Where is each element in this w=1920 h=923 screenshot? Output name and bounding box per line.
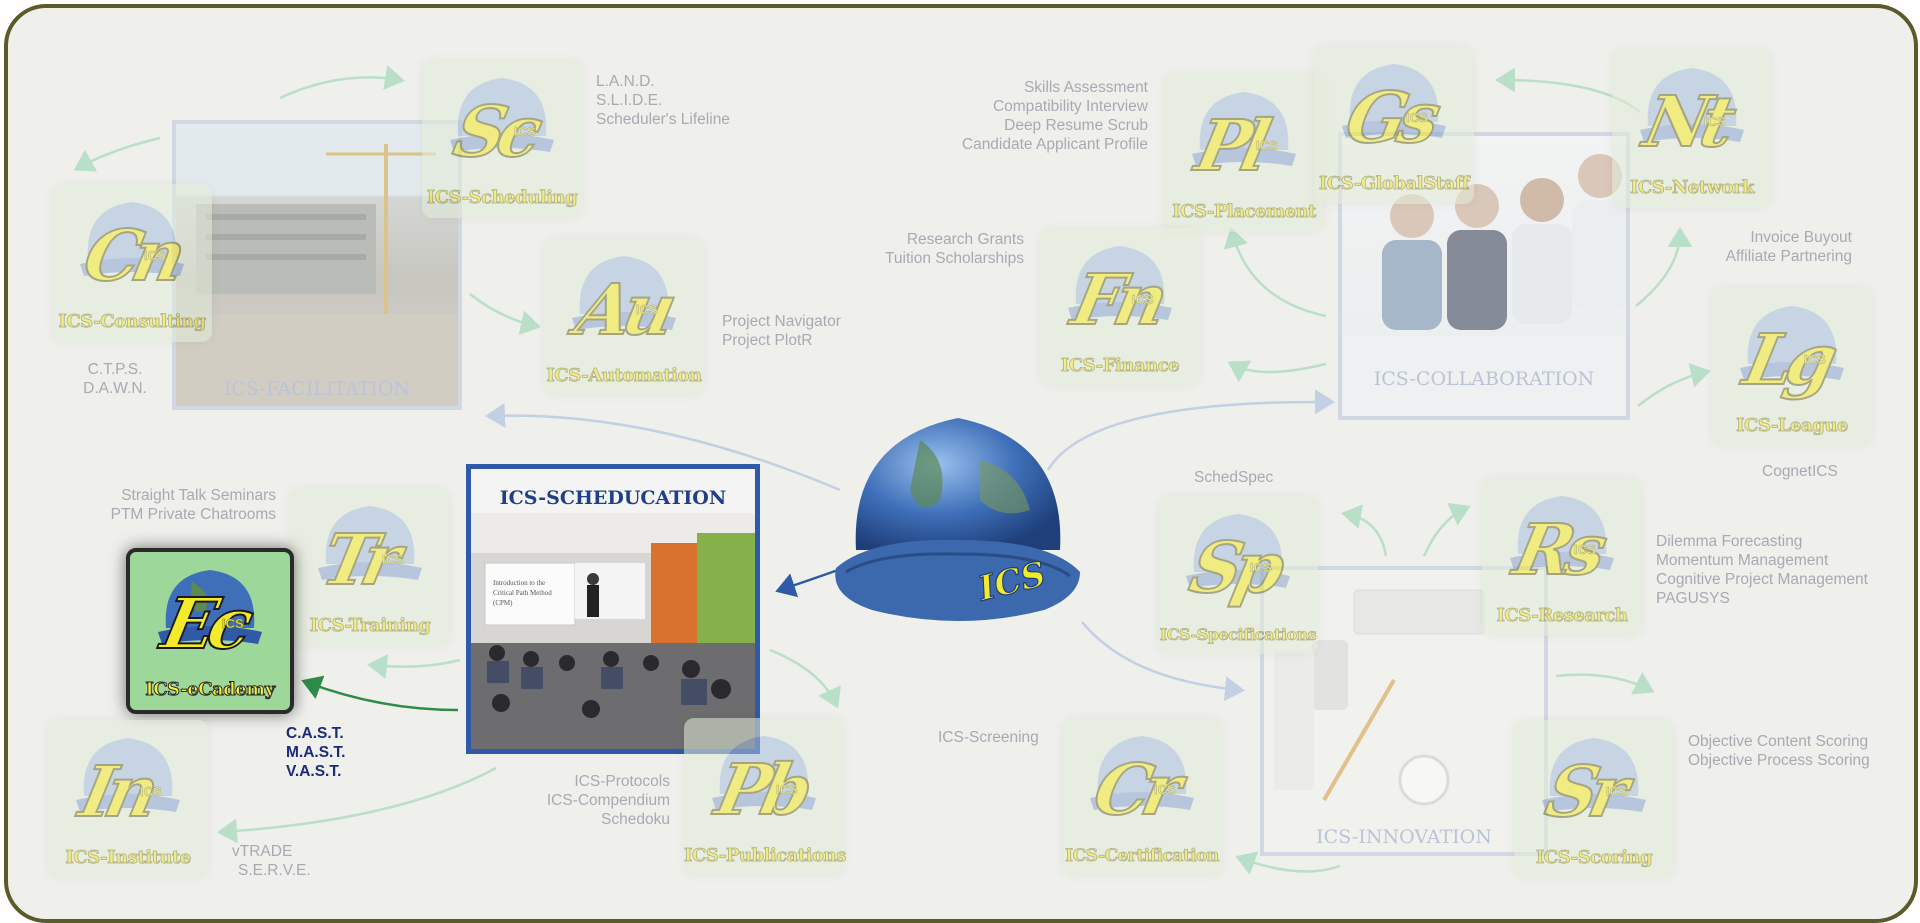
globe-hardhat-icon: ICS bbox=[835, 418, 1080, 621]
tile-scheduling-ics: ICS bbox=[514, 124, 536, 140]
hardhat-icon bbox=[76, 738, 180, 812]
hardhat-icon bbox=[1510, 496, 1614, 570]
tile-consulting-monogram: Cn bbox=[76, 213, 186, 298]
tile-consulting-label: ICS-Consulting bbox=[58, 311, 206, 333]
tile-publications-ics: ICS bbox=[776, 782, 798, 798]
notes-consulting: C.T.P.S.D.A.W.N. bbox=[83, 361, 147, 397]
tile-ecademy-ics: ICS bbox=[222, 616, 244, 632]
hardhat-icon bbox=[1090, 736, 1194, 810]
group-scheducation-title: ICS-SCHEDUCATION bbox=[499, 487, 727, 509]
tile-placement-ics: ICS bbox=[1256, 138, 1278, 154]
tile-certification-ics: ICS bbox=[1154, 782, 1176, 798]
group-collaboration: ICS-COLLABORATION bbox=[1338, 132, 1630, 420]
tile-automation-ics: ICS bbox=[636, 302, 658, 318]
tile-scoring[interactable]: Sr ICS ICS-Scoring bbox=[1514, 720, 1674, 878]
tile-globalstaff-ics: ICS bbox=[1406, 110, 1428, 126]
tile-league-label: ICS-League bbox=[1736, 415, 1849, 437]
tile-ecademy-label: ICS-eCademy bbox=[145, 679, 276, 701]
tile-specifications[interactable]: Sp ICS ICS-Specifications bbox=[1158, 496, 1318, 654]
hardhat-icon bbox=[1068, 246, 1172, 320]
tile-specifications-ics: ICS bbox=[1250, 560, 1272, 576]
notes-league: CognetICS bbox=[1762, 463, 1838, 480]
group-innovation-title: ICS-INNOVATION bbox=[1316, 826, 1492, 848]
tile-scoring-ics: ICS bbox=[1606, 784, 1628, 800]
group-facilitation: ICS-FACILITATION bbox=[172, 120, 462, 410]
svg-text:Critical Path Method: Critical Path Method bbox=[493, 589, 552, 597]
svg-text:Introduction to the: Introduction to the bbox=[493, 579, 545, 587]
tile-ecademy[interactable]: Ec ICS ICS-eCademy bbox=[126, 548, 294, 714]
workspace-desk-icon bbox=[1274, 589, 1485, 806]
tile-publications[interactable]: Pb ICS ICS-Publications bbox=[684, 718, 847, 876]
tile-institute-ics: ICS bbox=[140, 784, 162, 800]
tile-automation-monogram: Au bbox=[568, 267, 677, 352]
tile-finance-label: ICS-Finance bbox=[1060, 355, 1180, 377]
hardhat-icon bbox=[712, 736, 816, 810]
tile-institute-label: ICS-Institute bbox=[65, 847, 192, 869]
construction-site-icon bbox=[176, 144, 458, 406]
hardhat-icon bbox=[1740, 306, 1844, 380]
hardhat-icon bbox=[572, 256, 676, 330]
tile-training-ics: ICS bbox=[382, 552, 404, 568]
team-meeting-icon bbox=[1342, 154, 1626, 416]
hardhat-icon bbox=[1186, 514, 1290, 588]
tile-finance[interactable]: Fn ICS ICS-Finance bbox=[1040, 228, 1200, 386]
svg-text:(CPM): (CPM) bbox=[493, 599, 513, 607]
tile-scheduling-label: ICS-Scheduling bbox=[426, 187, 578, 209]
globe-hardhat-icon bbox=[158, 570, 262, 644]
group-facilitation-title: ICS-FACILITATION bbox=[223, 378, 411, 400]
tile-automation[interactable]: Au ICS ICS-Automation bbox=[544, 238, 704, 396]
tile-consulting[interactable]: Cn ICS ICS-Consulting bbox=[52, 184, 212, 342]
tile-automation-label: ICS-Automation bbox=[546, 365, 703, 387]
notes-certification: ICS-Screening bbox=[938, 729, 1039, 746]
hardhat-icon bbox=[1640, 68, 1744, 142]
group-collaboration-title: ICS-COLLABORATION bbox=[1373, 368, 1595, 390]
tile-placement-label: ICS-Placement bbox=[1172, 201, 1317, 223]
hardhat-icon bbox=[1342, 64, 1446, 138]
tile-scheduling[interactable]: Sc ICS ICS-Scheduling bbox=[422, 60, 582, 218]
tile-placement[interactable]: Pl ICS ICS-Placement bbox=[1164, 74, 1324, 232]
tile-certification-label: ICS-Certification bbox=[1065, 846, 1220, 867]
hardhat-icon bbox=[80, 202, 184, 276]
tile-scoring-label: ICS-Scoring bbox=[1535, 847, 1653, 869]
tile-publications-label: ICS-Publications bbox=[684, 845, 847, 867]
tile-research[interactable]: Rs ICS ICS-Research bbox=[1482, 478, 1642, 636]
hardhat-icon bbox=[1192, 92, 1296, 166]
notes-scheduling: L.A.N.D.S.L.I.D.E.Scheduler's Lifeline bbox=[596, 73, 730, 128]
tile-specifications-label: ICS-Specifications bbox=[1159, 625, 1317, 645]
tile-league[interactable]: Lg ICS ICS-League bbox=[1712, 288, 1872, 446]
tile-league-ics: ICS bbox=[1804, 352, 1826, 368]
tile-training-label: ICS-Training bbox=[309, 615, 431, 637]
tile-certification[interactable]: Cr ICS ICS-Certification bbox=[1062, 718, 1222, 876]
tile-consulting-ics: ICS bbox=[144, 248, 166, 264]
hardhat-icon bbox=[1542, 738, 1646, 812]
tile-research-label: ICS-Research bbox=[1496, 605, 1628, 627]
tile-research-ics: ICS bbox=[1574, 542, 1596, 558]
tile-finance-ics: ICS bbox=[1132, 292, 1154, 308]
tile-training[interactable]: Tr ICS ICS-Training bbox=[290, 488, 450, 646]
hardhat-icon bbox=[318, 506, 422, 580]
tile-globalstaff[interactable]: Gs ICS ICS-GlobalStaff bbox=[1314, 46, 1474, 204]
notes-specifications: SchedSpec bbox=[1194, 469, 1274, 486]
hardhat-icon bbox=[450, 78, 554, 152]
tile-institute[interactable]: In ICS ICS-Institute bbox=[48, 720, 208, 878]
tile-network-label: ICS-Network bbox=[1629, 177, 1755, 199]
tile-network[interactable]: Nt ICS ICS-Network bbox=[1612, 50, 1772, 208]
tile-globalstaff-label: ICS-GlobalStaff bbox=[1318, 173, 1470, 195]
notes-ecademy: C.A.S.T.M.A.S.T.V.A.S.T. bbox=[286, 725, 346, 780]
tile-network-ics: ICS bbox=[1704, 114, 1726, 130]
